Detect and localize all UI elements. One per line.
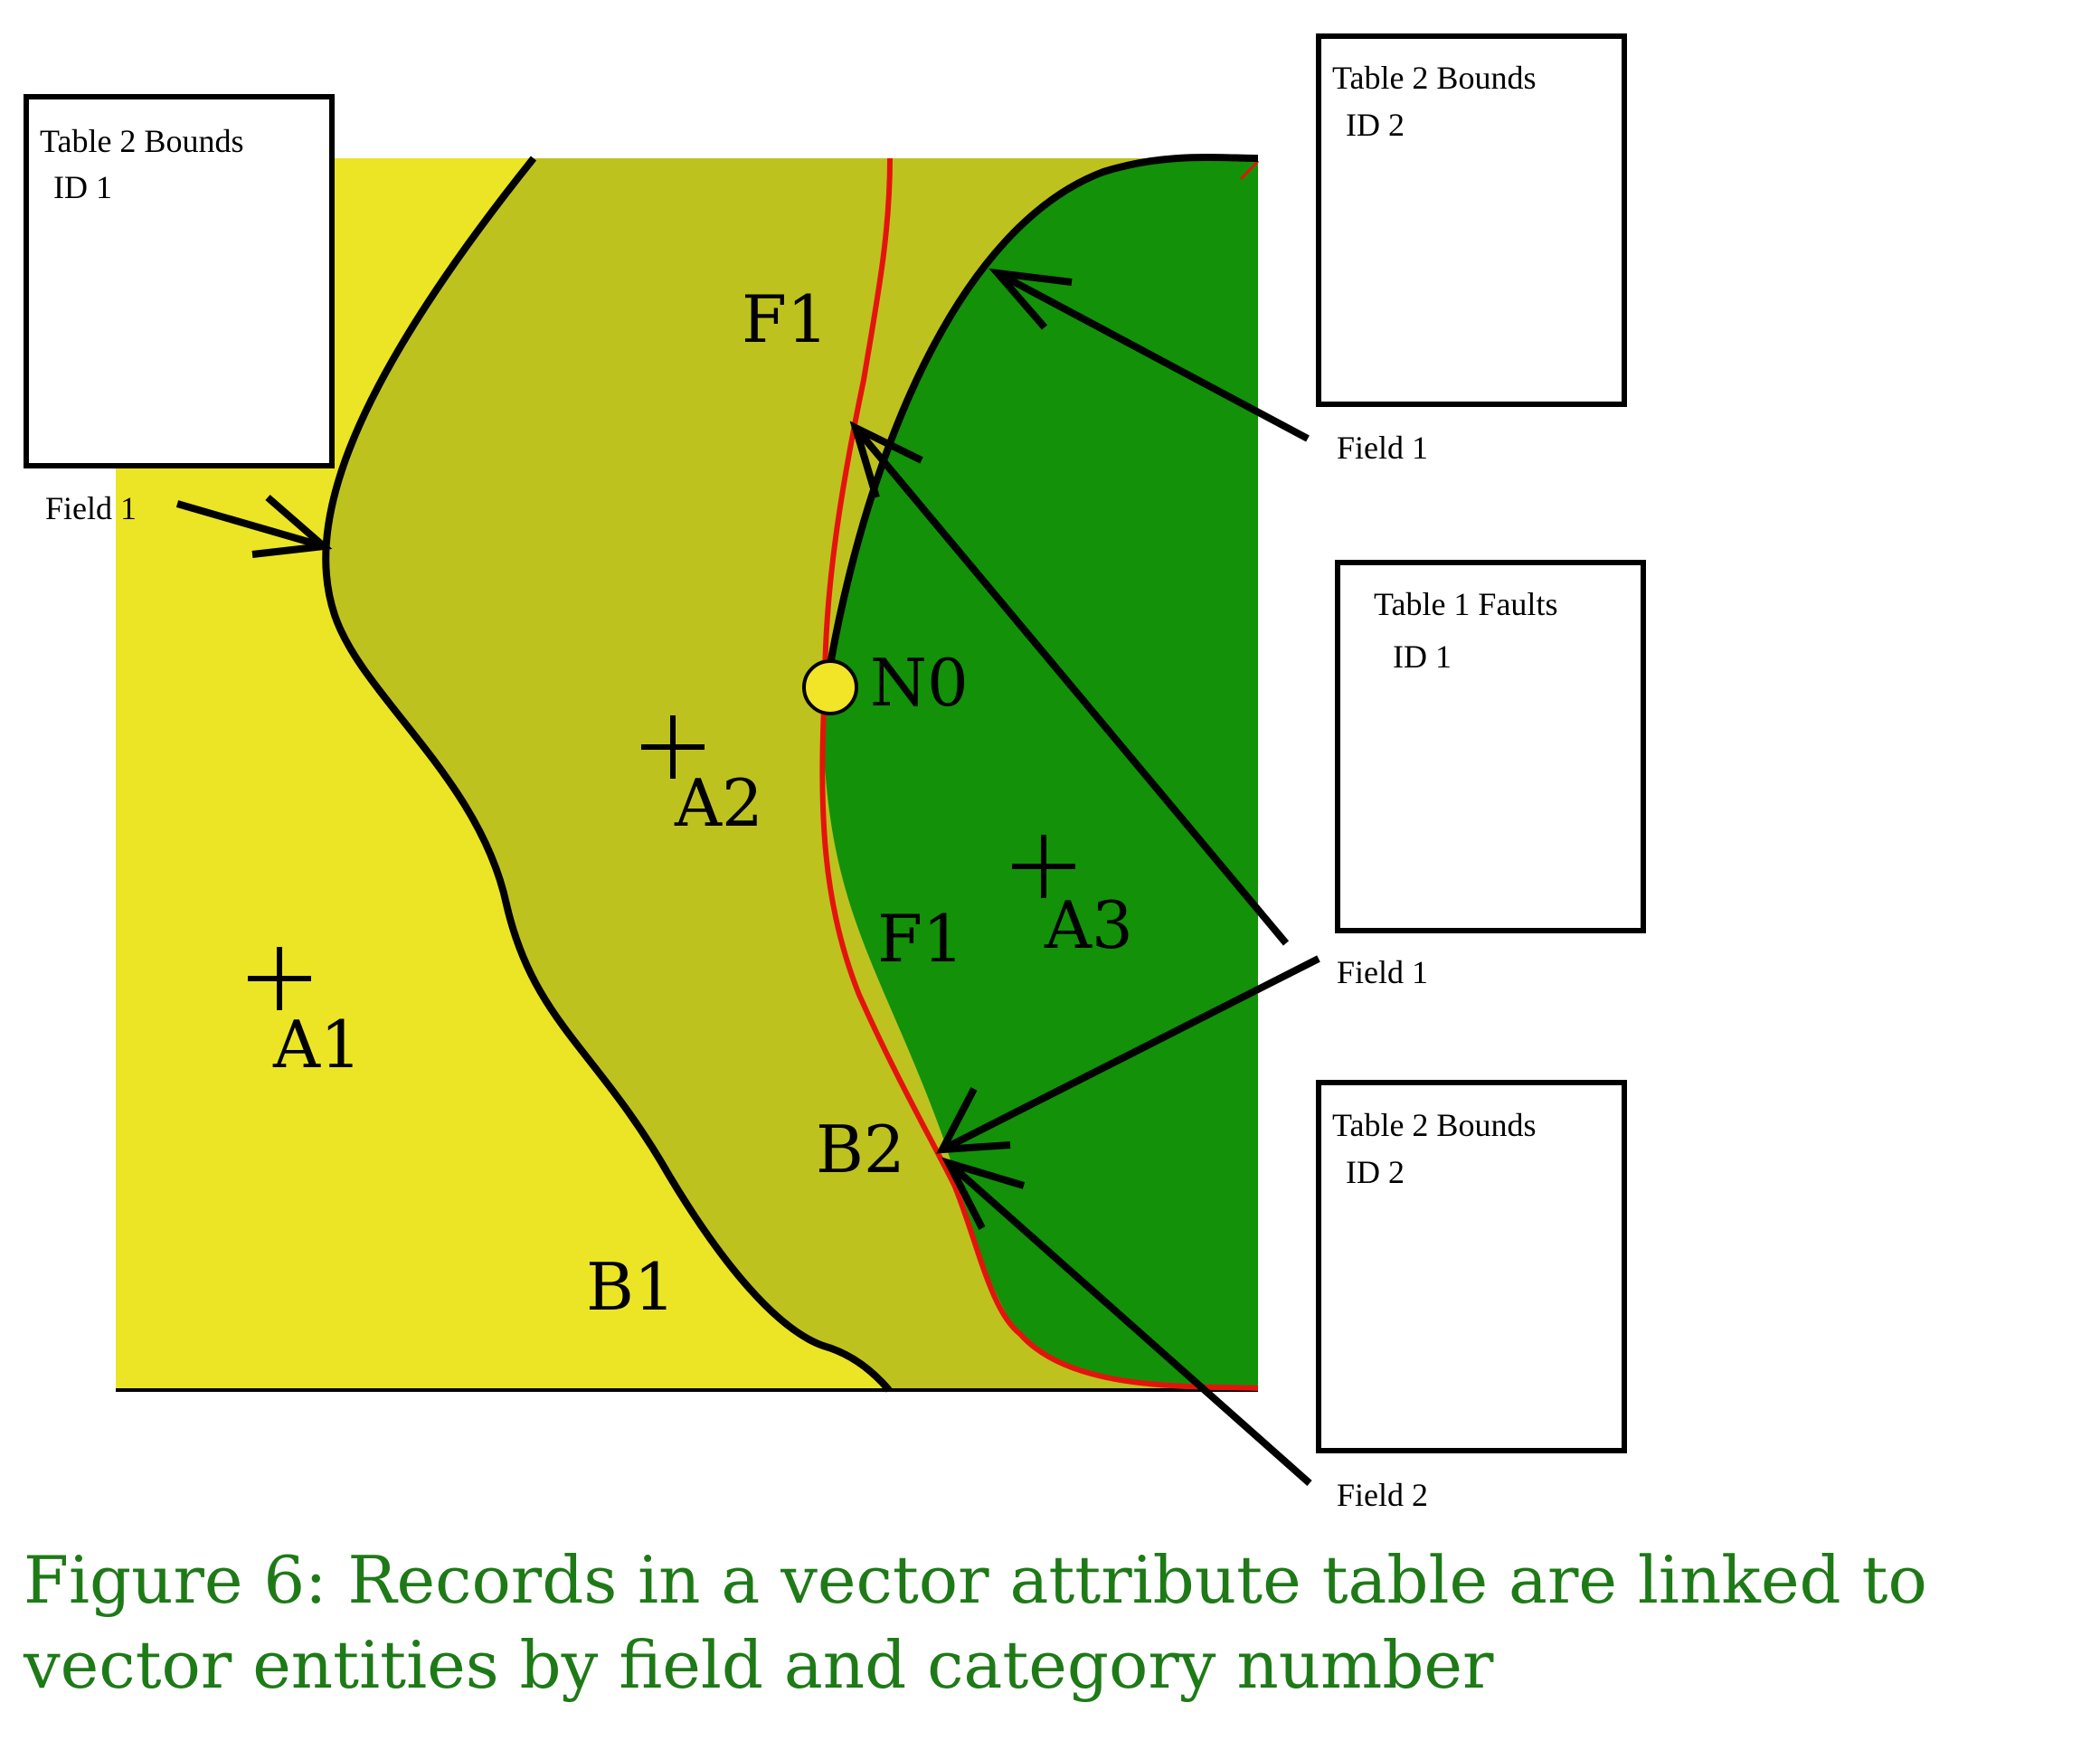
area-a3-centroid-cross [1012, 835, 1075, 898]
arrow-field1-to-f1-top [849, 421, 1290, 946]
field-label-faults: Field 1 [1337, 954, 1428, 990]
area-a3-region [823, 156, 1258, 1388]
arrow-field1-to-b1 [175, 494, 333, 558]
label-a2: A2 [674, 765, 763, 841]
area-a1-centroid-cross [248, 947, 311, 1010]
table-box-title: Table 2 Bounds [1332, 1107, 1536, 1143]
field-label-left: Field 1 [45, 490, 137, 526]
label-b2: B2 [816, 1111, 905, 1187]
boundary-b1-line [322, 156, 893, 1393]
area-a2-centroid-cross [641, 715, 705, 779]
node-n0-marker [802, 659, 858, 715]
label-n0: N0 [870, 645, 969, 721]
field-label-bottom: Field 2 [1337, 1477, 1428, 1513]
arrow-field1-to-b2-top [989, 268, 1310, 442]
figure-caption: Figure 6: Records in a vector attribute … [24, 1542, 1927, 1703]
table-box-bounds-id1: Table 2 Bounds ID 1 [24, 94, 335, 468]
table-box-faults-id1: Table 1 Faults ID 1 [1335, 560, 1646, 933]
label-f1-bottom: F1 [877, 901, 964, 977]
table-box-record: ID 1 [1393, 639, 1452, 675]
table-box-title: Table 2 Bounds [40, 123, 243, 159]
table-box-record: ID 2 [1346, 1154, 1405, 1190]
table-box-record: ID 1 [53, 169, 112, 205]
fault-f1-top-tick [1239, 159, 1260, 181]
label-b1: B1 [586, 1249, 676, 1325]
table-box-title: Table 1 Faults [1374, 586, 1557, 622]
boundary-b2-line [827, 153, 1259, 666]
arrow-field2-to-b2 [941, 1157, 1312, 1486]
label-f1-top: F1 [742, 281, 828, 357]
table-box-record: ID 2 [1346, 107, 1405, 143]
table-box-title: Table 2 Bounds [1332, 60, 1536, 96]
fault-f1-line [819, 157, 1259, 1391]
arrow-field1-to-f1-bottom [936, 955, 1320, 1154]
table-box-bounds-id2-bottom: Table 2 Bounds ID 2 [1316, 1080, 1627, 1453]
label-a1: A1 [272, 1007, 362, 1083]
field-label-top-right: Field 1 [1337, 430, 1428, 466]
label-a3: A3 [1044, 887, 1133, 963]
table-box-bounds-id2-top: Table 2 Bounds ID 2 [1316, 33, 1627, 407]
